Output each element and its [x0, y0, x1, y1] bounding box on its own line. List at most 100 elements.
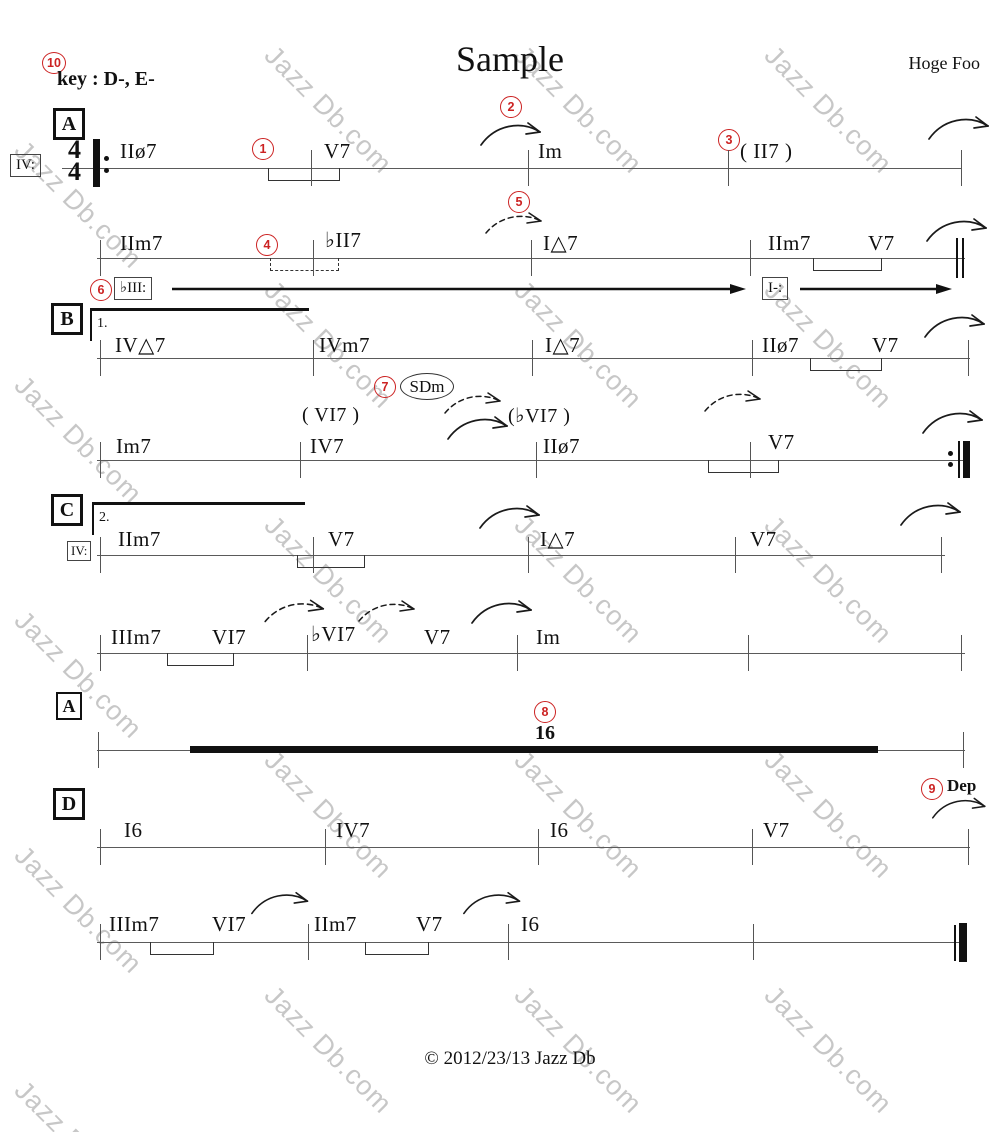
- curved-arrow-icon: [251, 891, 309, 915]
- chord: IIIm7: [109, 912, 160, 936]
- barline-tick: [961, 635, 962, 671]
- barline-tick: [728, 150, 729, 186]
- barline-tick: [313, 340, 314, 376]
- barline-tick: [528, 537, 529, 573]
- chord: Im7: [116, 434, 152, 458]
- repeat-dot: [104, 168, 109, 173]
- barline-tick: [735, 537, 736, 573]
- barline-tick: [300, 442, 301, 478]
- author-name: Hoge Foo: [908, 53, 981, 73]
- chord: V7: [872, 333, 899, 357]
- chord: IVm7: [319, 333, 370, 357]
- modulation-arrow: [800, 284, 952, 294]
- chord: IIm7: [120, 231, 163, 255]
- barline-tick: [753, 924, 754, 960]
- barline-tick: [100, 442, 101, 478]
- time-signature-bottom: 4: [68, 157, 81, 186]
- key-label: key : D-, E-: [57, 68, 155, 90]
- chord: IIø7: [543, 434, 580, 458]
- watermark: Jazz Db.com: [758, 510, 899, 650]
- barline-tick: [538, 829, 539, 865]
- staff-line: [62, 168, 962, 169]
- staff-line: [97, 942, 962, 943]
- two-five-bracket: [167, 653, 234, 666]
- repeat-start-barline: [93, 139, 100, 187]
- departure-label: Dep: [947, 776, 977, 795]
- chord: IV△7: [115, 333, 166, 357]
- curved-arrow-icon: [928, 116, 989, 140]
- barline-tick: [508, 924, 509, 960]
- barline-tick: [313, 240, 314, 276]
- barline-tick: [968, 829, 969, 865]
- barline-tick: [517, 635, 518, 671]
- barline-tick: [941, 537, 942, 573]
- chord: V7: [416, 912, 443, 936]
- chord: ♭VI7: [311, 622, 356, 646]
- barline-tick: [532, 340, 533, 376]
- barline-tick: [100, 537, 101, 573]
- watermark: Jazz Db.com: [758, 745, 899, 885]
- two-five-bracket: [150, 942, 214, 955]
- curved-arrow-icon: [926, 218, 987, 242]
- barline-tick: [968, 340, 969, 376]
- barline-tick: [528, 150, 529, 186]
- chord: IIm7: [768, 231, 811, 255]
- curved-arrow-icon: [463, 891, 521, 915]
- chord: ( II7 ): [740, 139, 793, 163]
- barline-tick: [311, 150, 312, 186]
- barline-tick: [750, 442, 751, 478]
- key-box-iv-2: IV:: [67, 541, 92, 562]
- barline-tick: [307, 635, 308, 671]
- dashed-arrow-icon: [704, 390, 761, 412]
- curved-arrow-icon: [447, 416, 508, 440]
- chord: I6: [124, 818, 143, 842]
- sdm-oval-label: SDm: [400, 373, 454, 400]
- chord: I△7: [543, 231, 579, 255]
- chord: Im: [538, 139, 563, 163]
- chord: I△7: [540, 527, 576, 551]
- final-barline: [954, 925, 956, 961]
- barline-tick: [98, 732, 99, 768]
- tritone-sub-bracket-dashed: [270, 258, 339, 271]
- section-box-a2: A: [56, 692, 82, 720]
- chord: IV7: [310, 434, 345, 458]
- watermark: Jazz Db.com: [8, 840, 149, 980]
- barline-tick: [308, 924, 309, 960]
- chord: V7: [328, 527, 355, 551]
- barline-tick: [100, 924, 101, 960]
- chord: IIø7: [762, 333, 799, 357]
- rest-bar-count: 16: [535, 722, 555, 744]
- volta-label-1: 1.: [97, 316, 108, 331]
- annotation-badge-7: 7: [374, 376, 396, 398]
- chord: Im: [536, 625, 561, 649]
- chord: V7: [868, 231, 895, 255]
- chord: IV7: [336, 818, 371, 842]
- two-five-bracket: [810, 358, 882, 371]
- barline-tick: [750, 240, 751, 276]
- time-signature-top: 4: [68, 135, 81, 164]
- barline-tick: [325, 829, 326, 865]
- copyright-notice: © 2012/23/13 Jazz Db: [424, 1048, 596, 1069]
- chord: VI7: [212, 912, 247, 936]
- section-box-c: C: [51, 494, 83, 526]
- annotation-badge-4: 4: [256, 234, 278, 256]
- annotation-badge-10: 10: [42, 52, 66, 74]
- chord: VI7: [212, 625, 247, 649]
- repeat-dot: [948, 462, 953, 467]
- two-five-bracket: [365, 942, 429, 955]
- annotation-badge-1: 1: [252, 138, 274, 160]
- section-box-a1: A: [53, 108, 85, 140]
- barline-tick: [536, 442, 537, 478]
- chord: V7: [424, 625, 451, 649]
- multibar-rest-line: [190, 746, 878, 753]
- dashed-arrow-icon: [358, 600, 415, 622]
- section-box-d: D: [53, 788, 85, 820]
- chord-parenthetical: (♭VI7 ): [508, 405, 571, 427]
- watermark: Jazz Db.com: [508, 745, 649, 885]
- staff-line: [97, 847, 970, 848]
- repeat-end-barline: [958, 441, 960, 478]
- volta-bracket-1: [90, 308, 309, 341]
- volta-bracket-2: [92, 502, 305, 535]
- chord: I6: [550, 818, 569, 842]
- repeat-dot: [104, 156, 109, 161]
